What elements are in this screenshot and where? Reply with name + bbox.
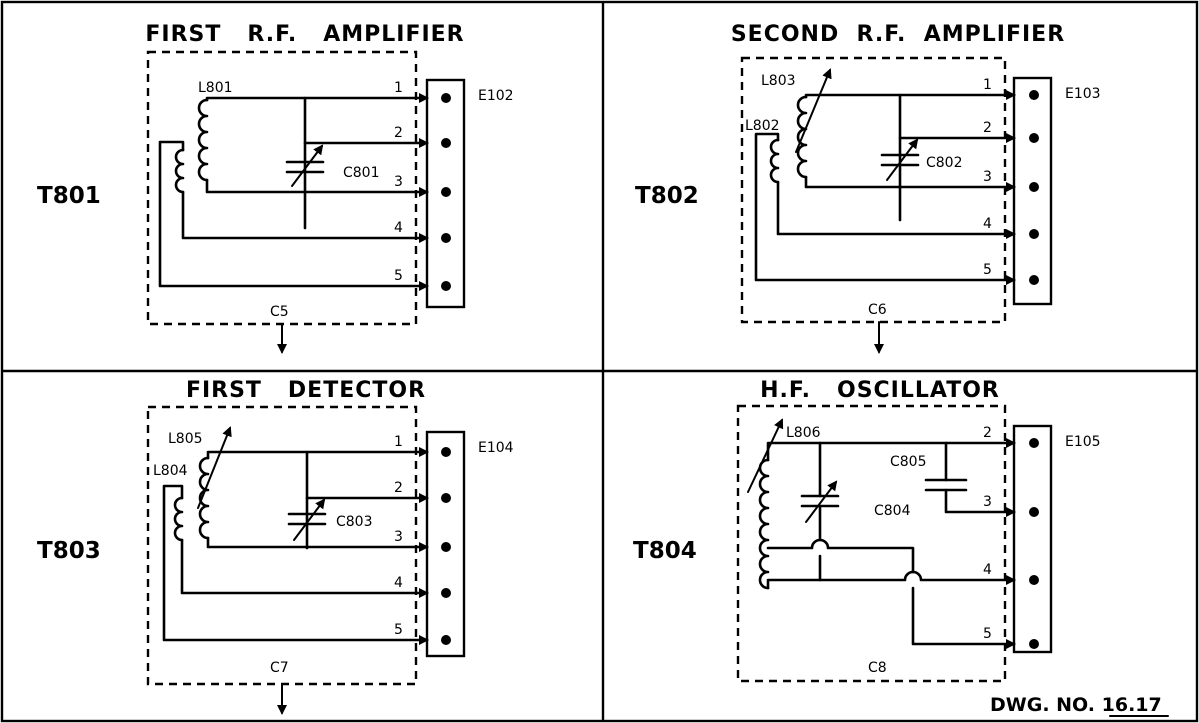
shield-can: [736, 404, 1007, 683]
capacitor-label: C801: [343, 165, 380, 181]
pin-label: 3: [394, 529, 403, 545]
secondary-coil-label: L805: [168, 431, 203, 447]
pin-label: 1: [394, 434, 403, 450]
pin-label: 3: [394, 174, 403, 190]
coil-label: L806: [786, 425, 821, 441]
pin-label: 2: [394, 125, 403, 141]
drawing-number: DWG. NO. 16.17: [990, 694, 1162, 716]
tuning-capacitor-label: C804: [874, 503, 911, 519]
pin-label: 3: [983, 494, 992, 510]
secondary-coil-winding: [197, 98, 209, 182]
secondary-coil-label: L801: [198, 80, 233, 96]
pin-label: 4: [983, 562, 992, 578]
terminal-strip-label: E102: [478, 88, 514, 104]
primary-coil-label: L802: [745, 118, 780, 134]
can-label: C5: [270, 304, 289, 320]
panel-title: FIRST DETECTOR: [186, 378, 426, 403]
primary-coil-label: L804: [153, 463, 188, 479]
variable-capacitor-symbol: [880, 138, 920, 181]
pin-label: 4: [394, 220, 403, 236]
can-label: C8: [868, 660, 887, 676]
variable-capacitor-symbol: [287, 498, 327, 541]
transformer-label: T801: [37, 183, 101, 209]
shield-can: [740, 56, 1007, 324]
pin-label: 4: [983, 216, 992, 232]
fixed-capacitor-label: C805: [890, 454, 927, 470]
pin-label: 5: [983, 262, 992, 278]
pin-label: 5: [394, 622, 403, 638]
capacitor-label: C802: [926, 155, 963, 171]
terminal-strip: [1012, 424, 1053, 654]
pin-label: 4: [394, 575, 403, 591]
terminal-strip-label: E104: [478, 440, 514, 456]
terminal-strip-label: E103: [1065, 86, 1101, 102]
secondary-coil-winding: [198, 456, 210, 540]
pin-label: 5: [983, 626, 992, 642]
shield-can: [146, 405, 418, 686]
adjustable-core-arrow: [197, 426, 232, 509]
panel-title: FIRST R.F. AMPLIFIER: [145, 22, 464, 47]
pin-label: 5: [394, 268, 403, 284]
secondary-coil-label: L803: [761, 73, 796, 89]
can-label: C7: [270, 660, 289, 676]
can-label: C6: [868, 302, 887, 318]
secondary-coil-winding: [796, 95, 808, 179]
pin-label: 1: [394, 80, 403, 96]
primary-coil-winding: [173, 496, 184, 542]
shield-can: [146, 50, 418, 326]
transformer-label: T802: [635, 183, 699, 209]
transformer-label: T804: [633, 538, 697, 564]
panel-hf-oscillator: H.F. OSCILLATOR T804 E105 L806 C804 C805…: [633, 378, 1101, 683]
panel-second-rf-amplifier: SECOND R.F. AMPLIFIER T802 E103 L803 L80…: [635, 22, 1101, 354]
pin-label: 2: [394, 480, 403, 496]
terminal-strip-label: E105: [1065, 434, 1101, 450]
panel-first-detector: FIRST DETECTOR T803 E104 L805 L804 C803 …: [37, 378, 514, 715]
pin-label: 2: [983, 120, 992, 136]
pin-label: 1: [983, 77, 992, 93]
pin-label: 2: [983, 425, 992, 441]
adjustable-core-arrow: [795, 68, 832, 153]
adjustable-core-arrow: [747, 418, 784, 493]
primary-coil-winding: [769, 138, 780, 184]
primary-coil-winding: [174, 148, 185, 194]
pin-label: 3: [983, 169, 992, 185]
fixed-capacitor-symbol: [924, 478, 968, 492]
variable-capacitor-symbol: [285, 144, 325, 187]
capacitor-label: C803: [336, 514, 373, 530]
panel-title: SECOND R.F. AMPLIFIER: [731, 22, 1065, 47]
panel-title: H.F. OSCILLATOR: [760, 378, 1000, 403]
coil-winding: [758, 458, 770, 590]
transformer-label: T803: [37, 538, 101, 564]
panel-first-rf-amplifier: FIRST R.F. AMPLIFIER T801 E102 L801 C801…: [37, 22, 514, 354]
